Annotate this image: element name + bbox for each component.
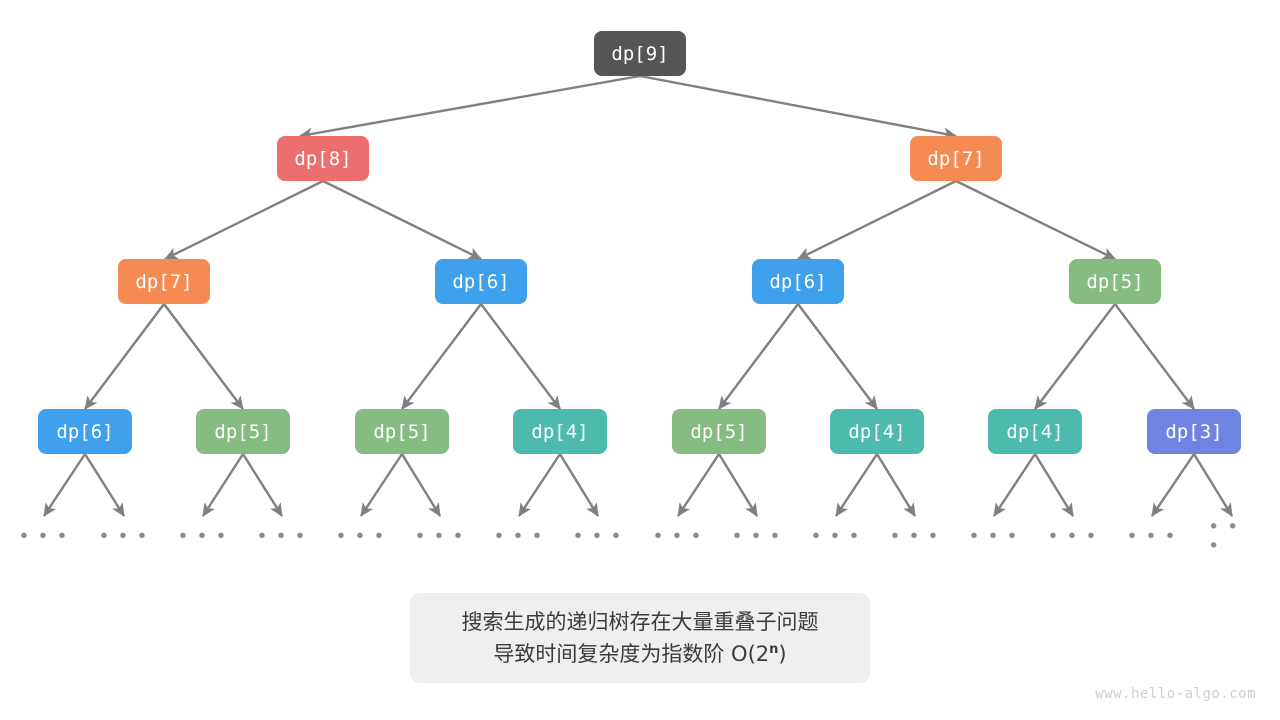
- caption-line-2-suffix: ): [778, 642, 787, 666]
- tree-edge: [83, 453, 126, 517]
- caption-line-2: 导致时间复杂度为指数阶 O(2n): [493, 638, 786, 670]
- tree-edge: [299, 74, 641, 140]
- tree-node-dp3: dp[3]: [1147, 409, 1241, 454]
- tree-edge: [322, 179, 482, 261]
- tree-edge: [84, 303, 165, 410]
- tree-node-dp9: dp[9]: [594, 31, 686, 76]
- caption-line-2-prefix: 导致时间复杂度为指数阶 O(2: [493, 642, 770, 666]
- tree-edge: [676, 453, 721, 517]
- tree-edge: [797, 303, 878, 410]
- tree-edge: [558, 453, 600, 517]
- tree-edge: [875, 453, 917, 517]
- tree-node-dp5: dp[5]: [672, 409, 766, 454]
- leaf-ellipsis: • • •: [177, 525, 229, 548]
- tree-edge: [797, 179, 957, 261]
- tree-node-dp6: dp[6]: [435, 259, 527, 304]
- leaf-ellipsis: • • •: [493, 525, 545, 548]
- leaf-ellipsis: • • •: [414, 525, 466, 548]
- tree-edge: [241, 453, 284, 517]
- tree-node-dp7: dp[7]: [910, 136, 1002, 181]
- leaf-ellipsis: • • •: [572, 525, 624, 548]
- tree-node-dp4: dp[4]: [830, 409, 924, 454]
- leaf-ellipsis: • • •: [335, 525, 387, 548]
- tree-edge: [400, 453, 442, 517]
- tree-edge: [480, 303, 561, 410]
- tree-edge: [992, 453, 1037, 517]
- leaf-ellipsis: • • •: [968, 525, 1020, 548]
- tree-node-dp5: dp[5]: [1069, 259, 1161, 304]
- tree-edge: [42, 453, 87, 517]
- tree-edge: [1192, 453, 1234, 517]
- caption-box: 搜索生成的递归树存在大量重叠子问题 导致时间复杂度为指数阶 O(2n): [410, 593, 870, 683]
- tree-edge: [359, 453, 404, 517]
- tree-edge: [718, 303, 799, 410]
- caption-exponent: n: [769, 642, 779, 657]
- tree-edge: [1033, 453, 1075, 517]
- tree-edge: [164, 179, 324, 261]
- tree-node-dp5: dp[5]: [355, 409, 449, 454]
- tree-edge: [717, 453, 759, 517]
- tree-edge: [517, 453, 562, 517]
- leaf-ellipsis: • • •: [1208, 516, 1247, 557]
- caption-line-1: 搜索生成的递归树存在大量重叠子问题: [461, 610, 819, 634]
- tree-edge: [1114, 303, 1195, 410]
- tree-node-dp7: dp[7]: [118, 259, 210, 304]
- tree-edge: [1151, 453, 1195, 517]
- tree-edge: [639, 74, 957, 140]
- tree-node-dp5: dp[5]: [196, 409, 290, 454]
- tree-node-dp6: dp[6]: [38, 409, 132, 454]
- tree-edge: [163, 303, 244, 410]
- tree-node-dp4: dp[4]: [513, 409, 607, 454]
- tree-edge: [955, 179, 1116, 261]
- tree-node-dp8: dp[8]: [277, 136, 369, 181]
- leaf-ellipsis: • • •: [1047, 525, 1099, 548]
- leaf-ellipsis: • • •: [652, 525, 704, 548]
- tree-edge: [834, 453, 879, 517]
- tree-node-dp4: dp[4]: [988, 409, 1082, 454]
- leaf-ellipsis: • • •: [810, 525, 862, 548]
- leaf-ellipsis: • • •: [256, 525, 308, 548]
- leaf-ellipsis: • • •: [1126, 525, 1178, 548]
- tree-edge: [1034, 303, 1116, 410]
- tree-node-dp6: dp[6]: [752, 259, 844, 304]
- tree-edge: [201, 453, 245, 517]
- tree-edge: [401, 303, 482, 410]
- leaf-ellipsis: • • •: [731, 525, 783, 548]
- leaf-ellipsis: • • •: [889, 525, 941, 548]
- leaf-ellipsis: • • •: [98, 525, 150, 548]
- leaf-ellipsis: • • •: [18, 525, 70, 548]
- watermark: www.hello-algo.com: [1095, 686, 1256, 702]
